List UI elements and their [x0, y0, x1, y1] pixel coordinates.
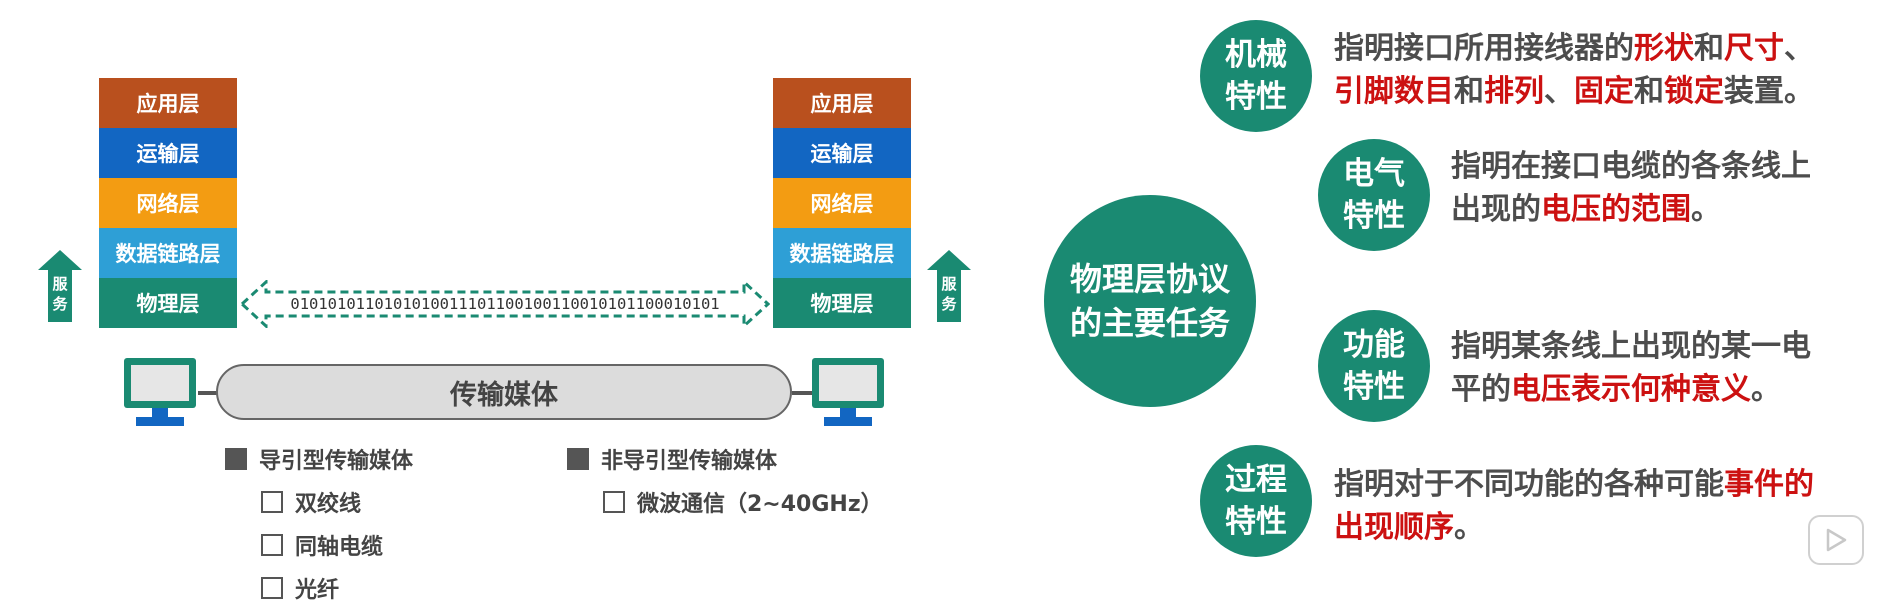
- play-icon: [1826, 528, 1847, 552]
- procedural-line-2: 出现顺序。: [1334, 506, 1814, 549]
- left-service-arrow: 服 务: [38, 250, 82, 322]
- electrical-line-2: 出现的电压的范围。: [1451, 188, 1811, 231]
- text-span: 平的: [1451, 372, 1511, 407]
- mechanical-description: 指明接口所用接线器的形状和尺寸、 引脚数目和排列、固定和锁定装置。: [1334, 27, 1814, 113]
- right-layer-network: 网络层: [773, 178, 911, 228]
- highlight-span: 尺寸: [1724, 31, 1784, 66]
- transmission-medium-label: 传输媒体: [450, 379, 558, 411]
- highlight-span: 电压表示何种意义: [1511, 372, 1751, 407]
- highlight-span: 形状: [1634, 31, 1694, 66]
- mechanical-title-1: 机械: [1225, 37, 1287, 73]
- legend-unguided-item-label: 微波通信（2~40GHz）: [637, 492, 883, 517]
- electrical-circle: 电气 特性: [1318, 139, 1430, 251]
- double-arrow-icon: [240, 280, 770, 328]
- functional-line-1: 指明某条线上出现的某一电: [1451, 329, 1811, 364]
- checkbox-icon: [603, 491, 625, 513]
- procedural-title-2: 特性: [1225, 504, 1287, 540]
- text-span: 和: [1454, 74, 1484, 109]
- right-layer-transport: 运输层: [773, 128, 911, 178]
- text-span: 指明对于不同功能的各种可能: [1334, 467, 1724, 502]
- highlight-span: 事件的: [1724, 467, 1814, 502]
- legend-guided-item-label: 双绞线: [295, 492, 362, 517]
- text-span: 。: [1454, 510, 1484, 545]
- up-arrow-icon: [927, 250, 971, 322]
- procedural-description: 指明对于不同功能的各种可能事件的 出现顺序。: [1334, 463, 1814, 549]
- right-layer-application: 应用层: [773, 78, 911, 128]
- left-layer-physical: 物理层: [99, 278, 237, 328]
- electrical-title-2: 特性: [1343, 198, 1405, 234]
- checkbox-icon: [261, 491, 283, 513]
- checkbox-icon: [261, 577, 283, 599]
- filled-square-icon: [225, 448, 247, 470]
- left-layer-application: 应用层: [99, 78, 237, 128]
- mechanical-line-1: 指明接口所用接线器的形状和尺寸、: [1334, 27, 1814, 70]
- central-task-circle: 物理层协议 的主要任务: [1044, 195, 1256, 407]
- text-span: 。: [1691, 192, 1721, 227]
- text-span: 装置。: [1724, 74, 1814, 109]
- functional-circle: 功能 特性: [1318, 310, 1430, 422]
- mechanical-title-2: 特性: [1225, 79, 1287, 115]
- highlight-span: 锁定: [1664, 74, 1724, 109]
- play-button[interactable]: [1808, 515, 1864, 565]
- text-span: 和: [1634, 74, 1664, 109]
- procedural-title-1: 过程: [1225, 462, 1287, 498]
- legend-guided: 导引型传输媒体: [225, 443, 413, 475]
- transmission-medium: 传输媒体: [216, 364, 792, 420]
- functional-description: 指明某条线上出现的某一电 平的电压表示何种意义。: [1451, 325, 1811, 411]
- highlight-span: 电压的范围: [1541, 192, 1691, 227]
- legend-guided-item-label: 光纤: [295, 578, 340, 603]
- text-span: 、: [1784, 31, 1814, 66]
- up-arrow-icon: [38, 250, 82, 322]
- text-span: 指明接口所用接线器的: [1334, 31, 1634, 66]
- left-service-label-1: 服: [52, 275, 68, 293]
- electrical-description: 指明在接口电缆的各条线上 出现的电压的范围。: [1451, 145, 1811, 231]
- mechanical-line-2: 引脚数目和排列、固定和锁定装置。: [1334, 70, 1814, 113]
- left-computer-icon: [122, 356, 198, 432]
- legend-unguided-label: 非导引型传输媒体: [601, 449, 778, 474]
- text-span: 出现的: [1451, 192, 1541, 227]
- bitstream-arrow: 0101010110101010011101100100110010101100…: [240, 280, 770, 328]
- functional-title-1: 功能: [1343, 327, 1405, 363]
- legend-unguided: 非导引型传输媒体: [567, 443, 777, 475]
- filled-square-icon: [567, 448, 589, 470]
- left-connector-line: [198, 391, 218, 395]
- text-span: 、: [1544, 74, 1574, 109]
- right-computer-icon: [810, 356, 886, 432]
- right-service-label-2: 务: [941, 295, 957, 313]
- right-layer-physical: 物理层: [773, 278, 911, 328]
- left-layer-transport: 运输层: [99, 128, 237, 178]
- highlight-span: 引脚数目: [1334, 74, 1454, 109]
- right-service-arrow: 服 务: [927, 250, 971, 322]
- left-service-label-2: 务: [52, 295, 68, 313]
- central-task-line1: 物理层协议: [1069, 260, 1230, 298]
- central-task-line2: 的主要任务: [1069, 304, 1230, 342]
- highlight-span: 排列: [1484, 74, 1544, 109]
- legend-guided-item: 双绞线: [261, 486, 361, 518]
- right-layer-datalink: 数据链路层: [773, 228, 911, 278]
- legend-guided-label: 导引型传输媒体: [259, 449, 414, 474]
- right-service-label-1: 服: [941, 275, 957, 293]
- checkbox-icon: [261, 534, 283, 556]
- electrical-line-1: 指明在接口电缆的各条线上: [1451, 149, 1811, 184]
- mechanical-circle: 机械 特性: [1200, 20, 1312, 132]
- legend-guided-item: 光纤: [261, 572, 339, 604]
- legend-unguided-item: 微波通信（2~40GHz）: [603, 486, 883, 518]
- highlight-span: 固定: [1574, 74, 1634, 109]
- text-span: 。: [1751, 372, 1781, 407]
- electrical-title-1: 电气: [1343, 156, 1405, 192]
- text-span: 和: [1694, 31, 1724, 66]
- functional-title-2: 特性: [1343, 369, 1405, 405]
- left-layer-network: 网络层: [99, 178, 237, 228]
- functional-line-2: 平的电压表示何种意义。: [1451, 368, 1811, 411]
- legend-guided-item: 同轴电缆: [261, 529, 383, 561]
- bitstream-text: 0101010110101010011101100100110010101100…: [290, 295, 720, 313]
- legend-guided-item-label: 同轴电缆: [295, 535, 384, 560]
- highlight-span: 出现顺序: [1334, 510, 1454, 545]
- procedural-line-1: 指明对于不同功能的各种可能事件的: [1334, 463, 1814, 506]
- procedural-circle: 过程 特性: [1200, 445, 1312, 557]
- right-connector-line: [792, 391, 812, 395]
- left-layer-datalink: 数据链路层: [99, 228, 237, 278]
